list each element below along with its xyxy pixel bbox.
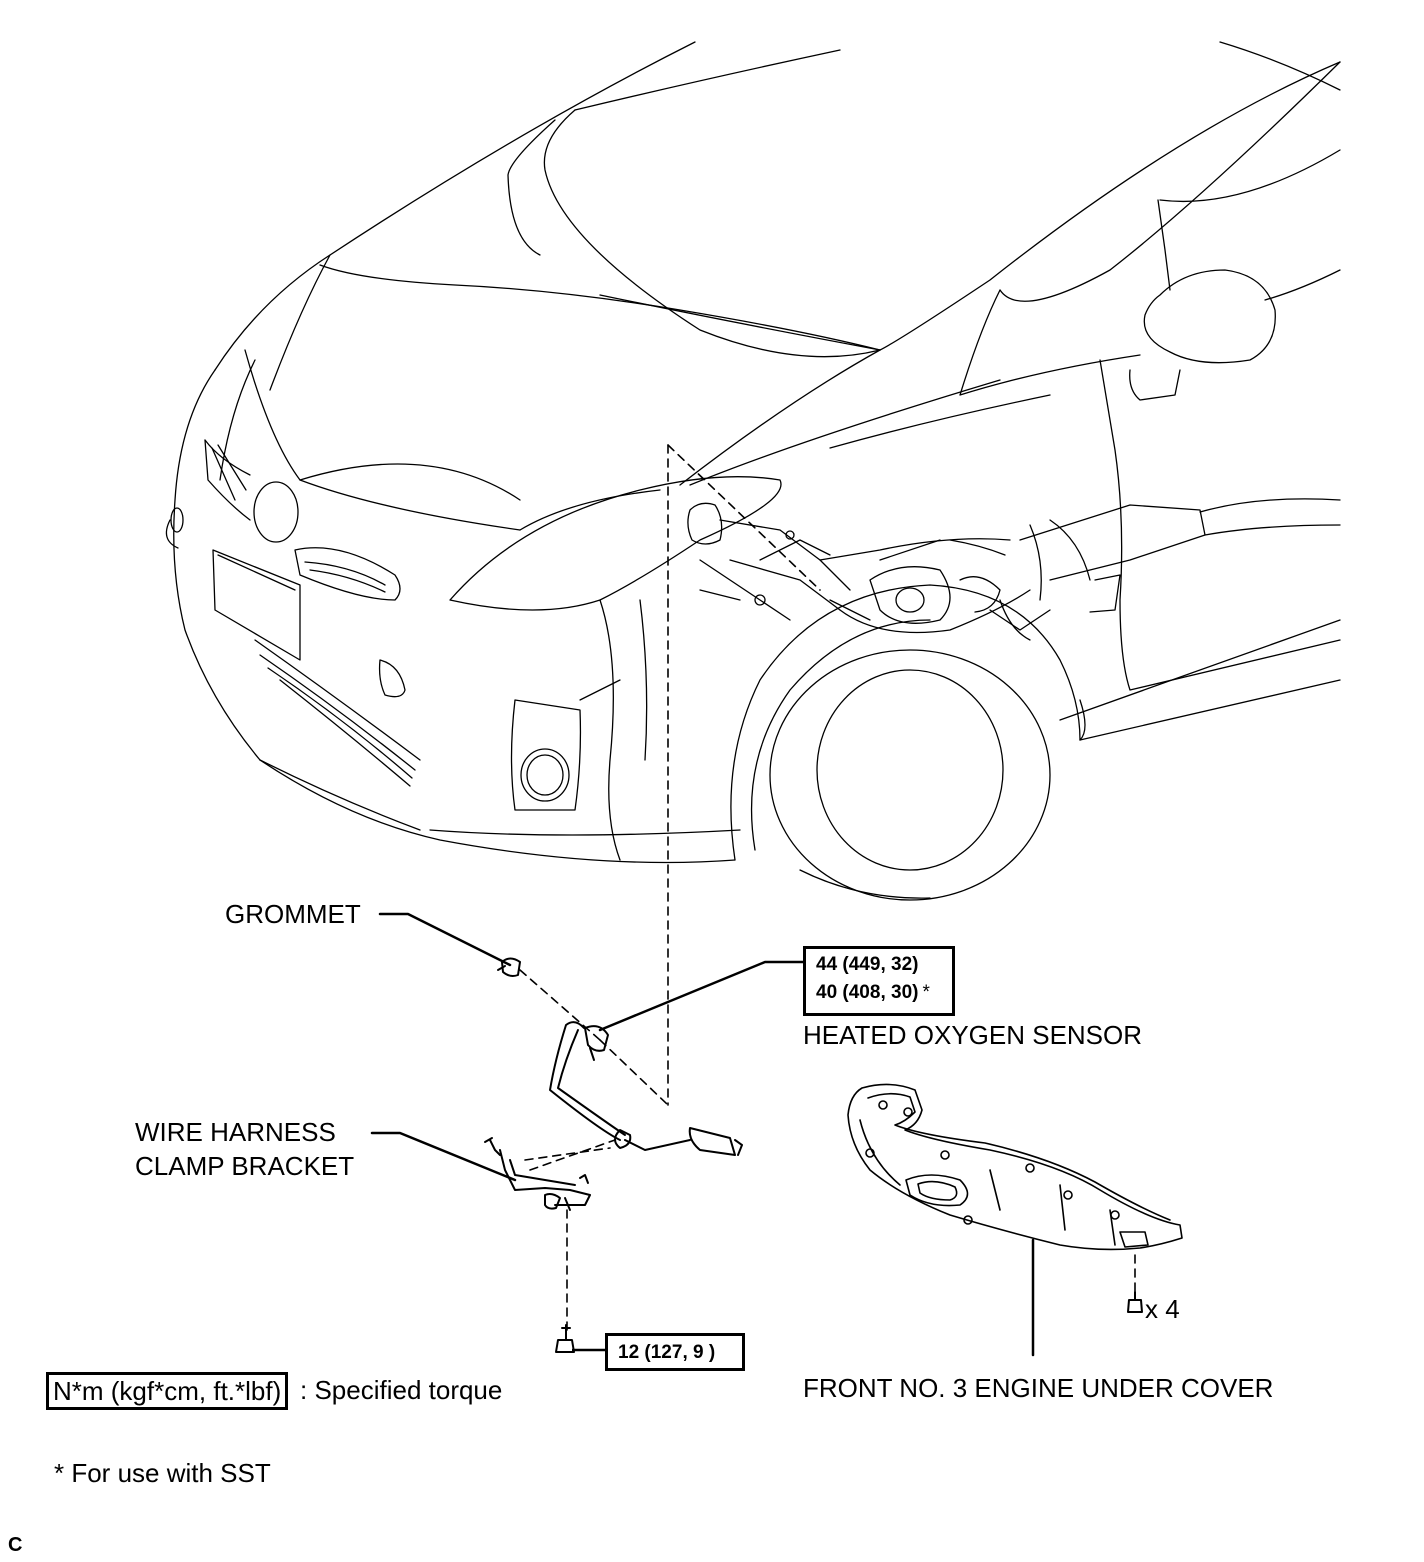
- sensor-torque-line2: 40 (408, 30)*: [816, 979, 942, 1007]
- sst-note: * For use with SST: [54, 1458, 271, 1488]
- clamp-bracket-part: [484, 1137, 591, 1211]
- bracket-bolt-torque-box: 12 (127, 9 ): [605, 1333, 745, 1371]
- alignment-lines: [519, 444, 1136, 1336]
- under-cover-label: FRONT NO. 3 ENGINE UNDER COVER: [803, 1373, 1274, 1403]
- grommet-part: [497, 957, 521, 977]
- clamp-bracket-label-line1: WIRE HARNESS: [135, 1117, 336, 1147]
- bracket-bolt-torque-leader: [572, 1348, 606, 1352]
- sensor-torque-box: 44 (449, 32) 40 (408, 30)*: [803, 946, 955, 1016]
- bracket-bolt: [555, 1324, 575, 1353]
- exhaust-manifold-assembly: [687, 498, 1341, 641]
- sst-mark: *: [922, 982, 930, 1003]
- oxygen-sensor-label: HEATED OXYGEN SENSOR: [803, 1020, 1143, 1050]
- torque-unit-description: : Specified torque: [300, 1375, 503, 1405]
- clamp-bracket-label-line2: CLAMP BRACKET: [135, 1151, 355, 1181]
- torque-unit-box: N*m (kgf*cm, ft.*lbf): [46, 1372, 289, 1410]
- under-cover-part: [847, 1083, 1183, 1251]
- grommet-leader: [378, 912, 512, 967]
- sensor-torque-line1: 44 (449, 32): [816, 954, 919, 975]
- grommet-label: GROMMET: [225, 899, 361, 929]
- under-cover-bolt: [1127, 1291, 1143, 1313]
- leader-lines: [370, 912, 1035, 1357]
- bolt-qty-label: x 4: [1145, 1294, 1180, 1324]
- oxygen-sensor-part: [549, 1021, 743, 1156]
- sensor-torque-line2-value: 40 (408, 30): [816, 982, 919, 1003]
- bracket-leader: [370, 1131, 517, 1182]
- vehicle-outline: [165, 41, 1341, 901]
- corner-mark: C: [8, 1534, 23, 1556]
- sensor-torque-leader: [598, 960, 805, 1032]
